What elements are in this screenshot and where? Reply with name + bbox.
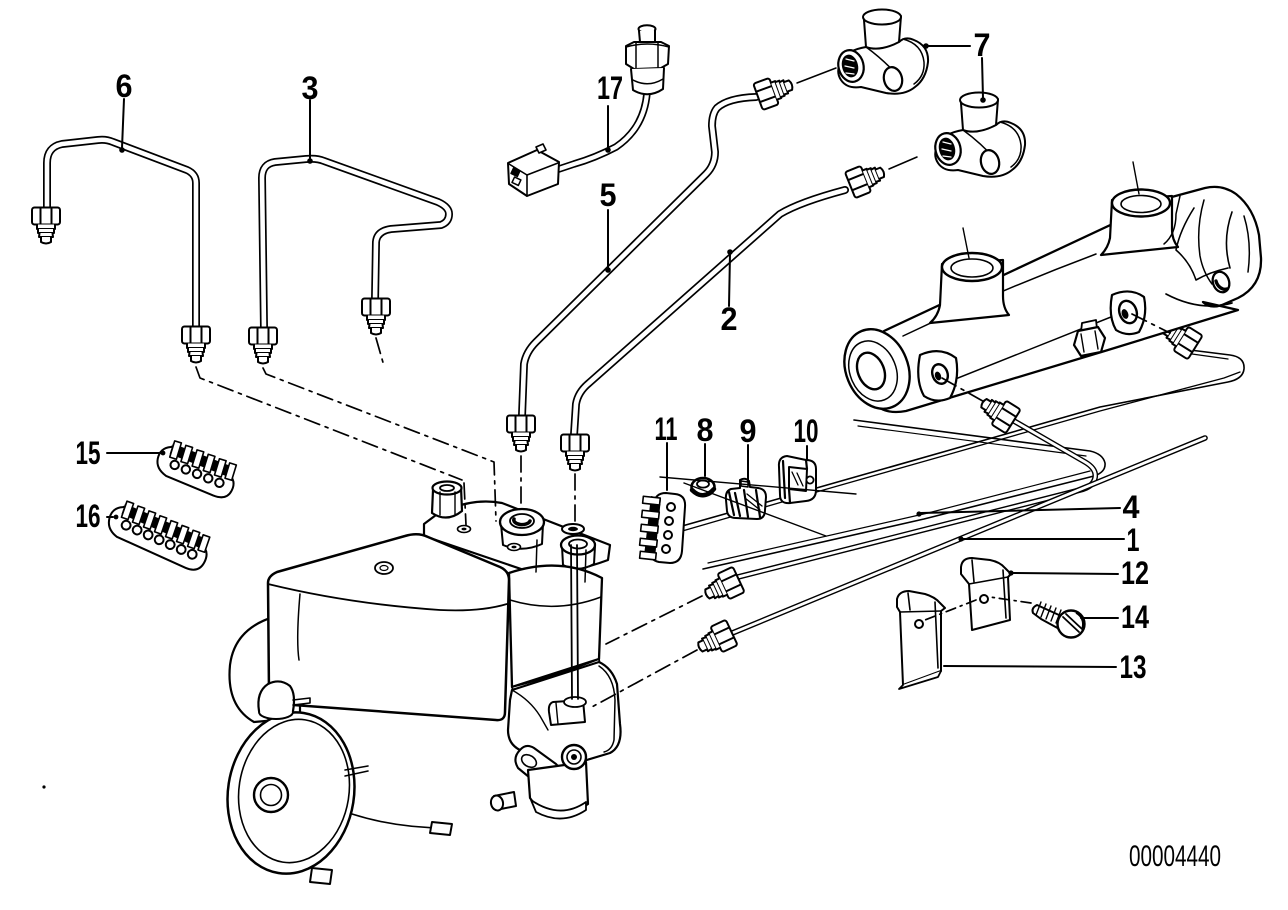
svg-text:3: 3 [302,70,319,106]
svg-text:10: 10 [794,413,819,449]
svg-text:2: 2 [721,301,738,337]
svg-text:00004440: 00004440 [1129,840,1221,873]
svg-text:6: 6 [116,68,133,104]
svg-text:17: 17 [597,70,623,106]
svg-text:7: 7 [974,27,991,63]
svg-text:15: 15 [76,435,101,471]
svg-text:14: 14 [1121,599,1149,635]
svg-text:5: 5 [600,177,617,213]
svg-text:9: 9 [740,413,757,449]
svg-text:1: 1 [1127,522,1140,558]
svg-text:8: 8 [697,412,714,448]
svg-text:11: 11 [655,411,678,447]
svg-text:16: 16 [76,498,101,534]
svg-text:13: 13 [1120,649,1147,685]
svg-text:4: 4 [1123,489,1140,525]
svg-text:12: 12 [1121,555,1149,591]
